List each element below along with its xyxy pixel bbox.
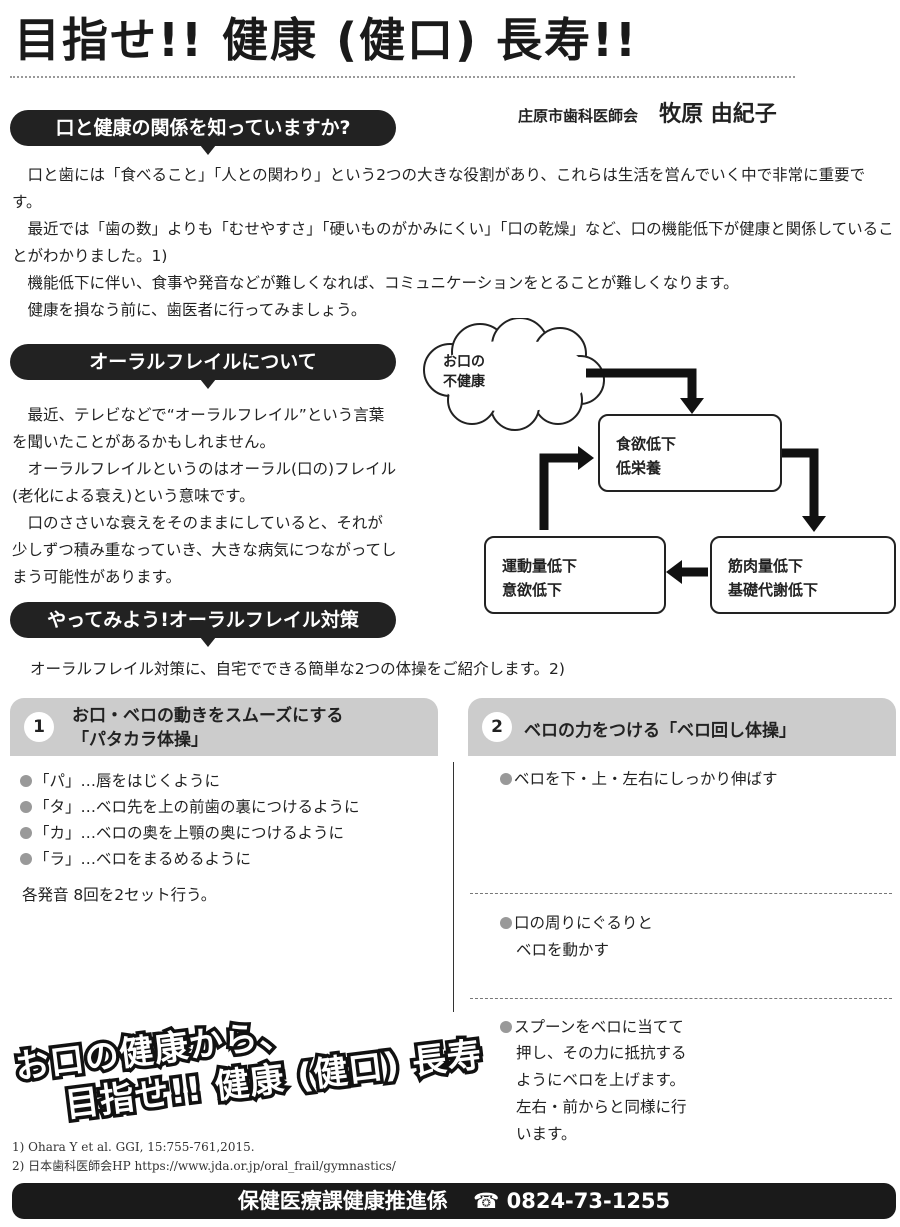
section2-paragraph: 口のささいな衰えをそのままにしていると、それが少しずつ積み重なっていき、大きな病…	[12, 514, 397, 586]
author-line: 庄原市歯科医師会 牧原 由紀子	[518, 96, 777, 128]
exercise2-number: 2	[482, 712, 512, 742]
step-line: います。	[516, 1125, 577, 1143]
exercise1-list: 「パ」…唇をはじくように 「タ」…ベロ先を上の前歯の裏につけるように 「カ」…ベ…	[20, 768, 360, 872]
cloud-shape	[423, 318, 605, 431]
reference-item: 2) 日本歯科医師会HP https://www.jda.or.jp/oral_…	[12, 1159, 396, 1173]
exercise1-title-line: 「パタカラ体操」	[72, 730, 208, 750]
section1-body: 口と歯には「食べること」「人との関わり」という2つの大きな役割があり、これらは生…	[12, 162, 894, 324]
section1-paragraph: 口と歯には「食べること」「人との関わり」という2つの大きな役割があり、これらは生…	[12, 166, 866, 211]
arrow-cloud-to-appetite	[586, 368, 697, 400]
step-line: ベロを動かす	[516, 941, 610, 959]
node-exercise: 運動量低下 意欲低下	[484, 536, 666, 614]
exercise1-title: お口・ベロの動きをスムーズにする 「パタカラ体操」	[72, 704, 343, 752]
column-divider	[453, 762, 454, 1012]
node-label: 食欲低下	[616, 435, 677, 453]
node-appetite: 食欲低下 低栄養	[598, 414, 782, 492]
section2-heading: オーラルフレイルについて	[10, 344, 396, 389]
exercise2-header: 2 ベロの力をつける「ベロ回し体操」	[468, 698, 896, 756]
cycle-diagram	[423, 318, 826, 584]
exercise1-number: 1	[24, 712, 54, 742]
arrowhead	[578, 446, 594, 470]
exercise2-title: ベロの力をつける「ベロ回し体操」	[524, 721, 796, 741]
department-name: 保健医療課健康推進係	[237, 1189, 448, 1213]
section3-heading: やってみよう!オーラルフレイル対策	[10, 602, 396, 647]
list-item: 「カ」…ベロの奥を上顎の奥につけるように	[20, 820, 360, 846]
title-divider	[10, 76, 795, 78]
arrowhead	[680, 398, 704, 414]
arrowhead	[666, 560, 682, 584]
page-title: 目指せ!! 健康 (健口) 長寿!!	[14, 13, 639, 67]
exercise2-step: 口の周りにぐるりと ベロを動かす	[500, 910, 653, 964]
step-divider	[470, 998, 892, 999]
author-name: 牧原 由紀子	[659, 102, 777, 127]
step-line: 左右・前からと同様に行	[516, 1098, 687, 1116]
phone-icon: ☎	[473, 1189, 500, 1213]
section2-body: 最近、テレビなどで“オーラルフレイル”という言葉を聞いたことがあるかもしれません…	[12, 402, 398, 591]
phone-number: 0824-73-1255	[506, 1189, 671, 1213]
section1-paragraph: 健康を損なう前に、歯医者に行ってみましょう。	[27, 301, 367, 319]
node-label: 運動量低下	[502, 557, 578, 575]
references: 1) Ohara Y et al. GGI, 15:755-761,2015. …	[12, 1138, 396, 1176]
exercise2-step: スプーンをベロに当てて 押し、その力に抵抗する ようにベロを上げます。 左右・前…	[500, 1014, 687, 1148]
list-item: 「ラ」…ベロをまるめるように	[20, 846, 360, 872]
section1-paragraph: 最近では「歯の数」よりも「むせやすさ」「硬いものがかみにくい」「口の乾燥」など、…	[12, 220, 894, 265]
arrow-exercise-to-appetite	[539, 453, 580, 530]
exercise2-step: ベロを下・上・左右にしっかり伸ばす	[500, 766, 778, 792]
arrow-appetite-to-muscle	[782, 448, 819, 518]
step-line: スプーンをベロに当てて	[500, 1014, 687, 1040]
node-label: 筋肉量低下	[728, 557, 804, 575]
arrowhead	[802, 516, 826, 532]
cloud-label: お口の 不健康	[443, 352, 485, 392]
node-label: 低栄養	[616, 459, 662, 477]
step-line: ようにベロを上げます。	[516, 1071, 685, 1089]
cloud-label-line: お口の	[443, 354, 485, 370]
section2-paragraph: オーラルフレイルというのはオーラル(口の)フレイル(老化による衰え)という意味で…	[12, 460, 397, 505]
exercise1-title-line: お口・ベロの動きをスムーズにする	[72, 706, 344, 726]
author-org: 庄原市歯科医師会	[518, 107, 639, 125]
cloud-label-line: 不健康	[443, 374, 485, 390]
section1-paragraph: 機能低下に伴い、食事や発音などが難しくなれば、コミュニケーションをとることが難し…	[27, 274, 739, 292]
step-line: 口の周りにぐるりと	[500, 910, 653, 936]
contact-footer: 保健医療課健康推進係 ☎ 0824-73-1255	[12, 1183, 896, 1219]
list-item: 「パ」…唇をはじくように	[20, 768, 360, 794]
section1-heading: 口と健康の関係を知っていますか?	[10, 110, 396, 155]
exercise1-note: 各発音 8回を2セット行う。	[22, 886, 217, 904]
exercise1-header: 1 お口・ベロの動きをスムーズにする 「パタカラ体操」	[10, 698, 438, 756]
reference-item: 1) Ohara Y et al. GGI, 15:755-761,2015.	[12, 1140, 255, 1154]
section2-paragraph: 最近、テレビなどで“オーラルフレイル”という言葉を聞いたことがあるかもしれません…	[12, 406, 385, 451]
node-label: 意欲低下	[502, 581, 563, 599]
section3-intro: オーラルフレイル対策に、自宅でできる簡単な2つの体操をご紹介します。2)	[30, 660, 565, 678]
step-divider	[470, 893, 892, 894]
node-label: 基礎代謝低下	[728, 581, 819, 599]
list-item: 「タ」…ベロ先を上の前歯の裏につけるように	[20, 794, 360, 820]
node-muscle: 筋肉量低下 基礎代謝低下	[710, 536, 896, 614]
step-line: 押し、その力に抵抗する	[516, 1044, 687, 1062]
